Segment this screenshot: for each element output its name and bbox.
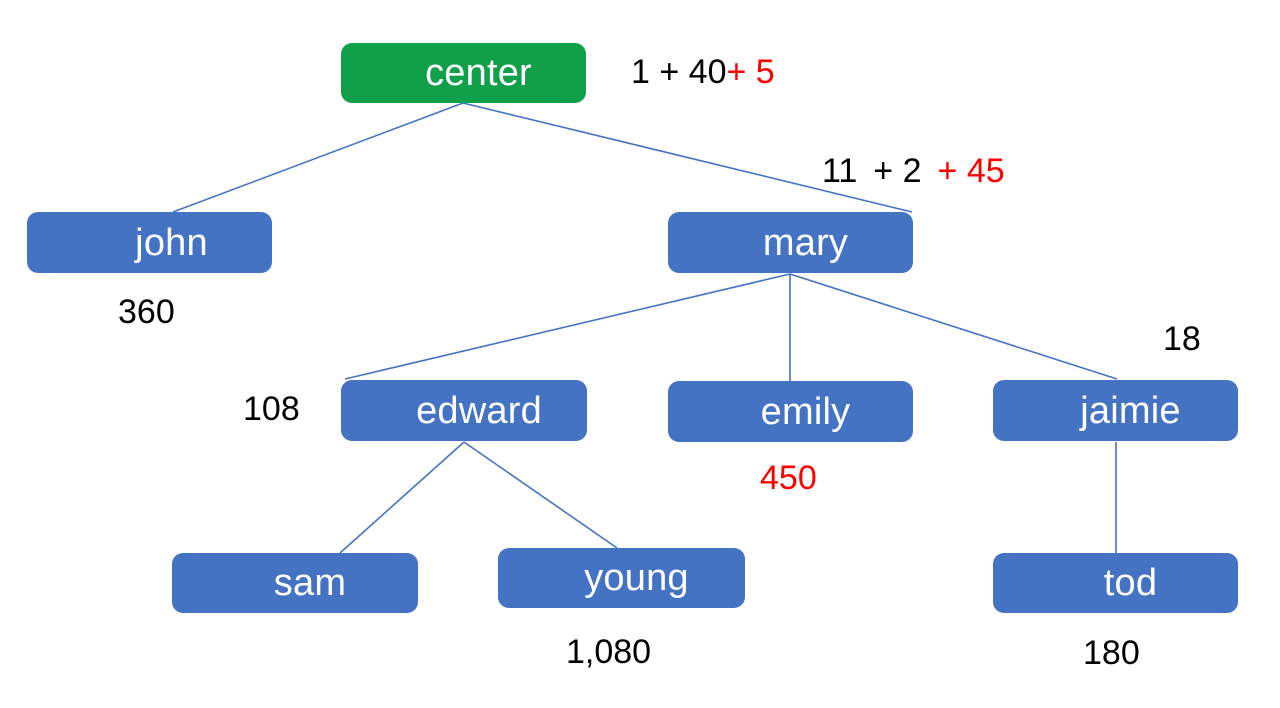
node-jaimie-label: jaimie [1080,389,1181,432]
annotation-jaimie-value: 18 [1163,320,1201,358]
annotation-center-red: + 5 [726,53,775,91]
node-john-label: john [135,221,208,264]
annotation-tod-value: 180 [1083,634,1140,672]
edge-mary-edward [344,273,791,380]
node-mary[interactable]: mary [668,212,913,273]
annotation-edward-value: 108 [243,390,300,428]
annotation-young-value: 1,080 [566,633,652,671]
edge-edward-sam [339,441,465,554]
node-tod[interactable]: tod [993,553,1238,613]
node-jaimie[interactable]: jaimie [993,380,1238,441]
annotation-mary-black-first: 11 [822,152,858,190]
edge-center-john [172,102,464,213]
node-center[interactable]: center [341,43,586,103]
edge-mary-jaimie [789,273,1118,380]
node-mary-label: mary [762,221,849,264]
node-young-label: young [584,557,689,599]
annotation-john-value: 360 [118,293,175,331]
node-young[interactable]: young [498,548,745,608]
node-john[interactable]: john [27,212,272,273]
node-emily-label: emily [760,390,851,433]
edge-edward-young [463,441,618,549]
annotation-mary-expression: 11 + 2 + 45 [822,154,1005,188]
node-edward-label: edward [416,389,542,432]
node-center-label: center [425,52,532,94]
annotation-emily-value: 450 [760,459,817,497]
node-sam-label: sam [273,562,347,604]
annotation-mary-black-second: + 2 [873,152,922,190]
annotation-mary-red: + 45 [937,152,1005,190]
node-edward[interactable]: edward [341,380,587,441]
annotation-center-expression: 1 + 40+ 5 [631,55,775,89]
node-emily[interactable]: emily [668,381,913,442]
node-sam[interactable]: sam [172,553,418,613]
node-tod-label: tod [1103,562,1158,604]
annotation-center-black: 1 + 40 [631,53,727,91]
